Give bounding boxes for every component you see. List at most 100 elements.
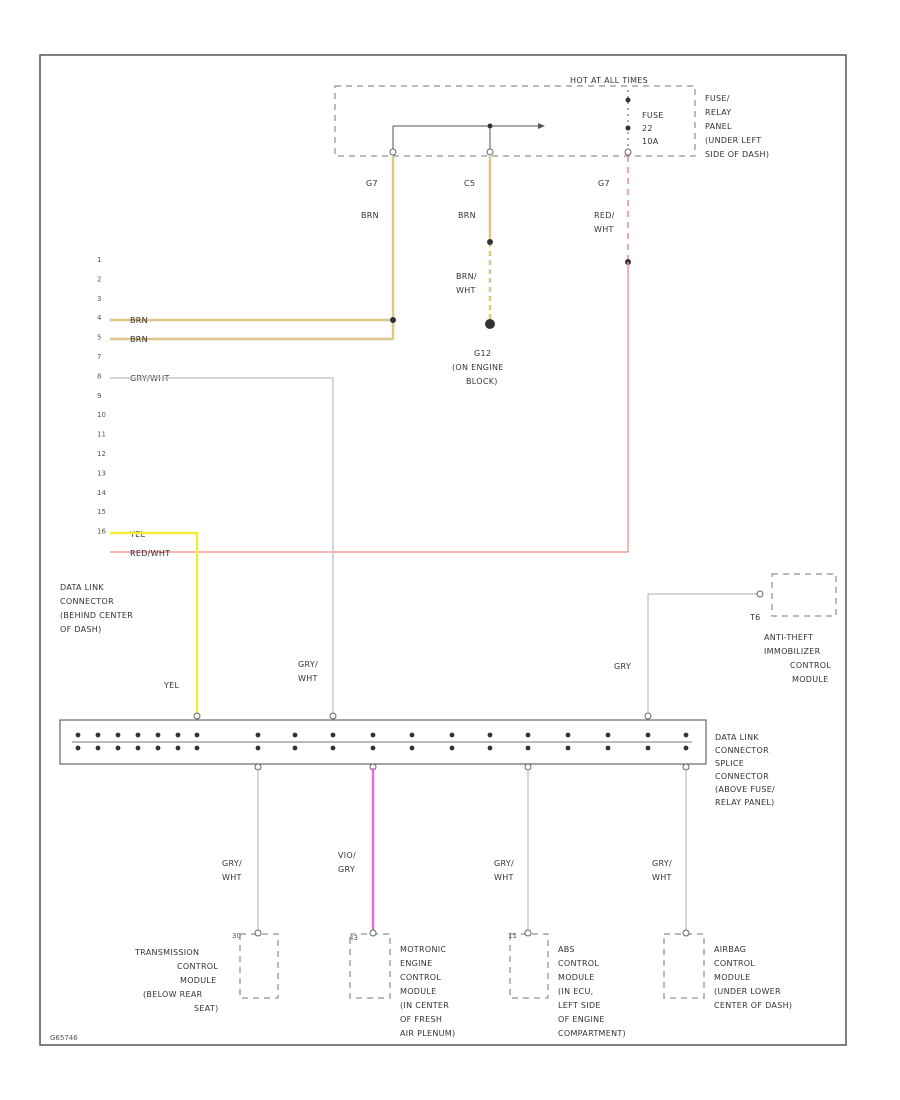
splice-pin-top-12 xyxy=(409,732,415,738)
splice-pin-top-7 xyxy=(194,732,200,738)
wire-red-wht-label-1: RED/ xyxy=(594,211,615,220)
splice-pin-top-13 xyxy=(449,732,455,738)
splice-pin-bottom-17 xyxy=(605,745,611,751)
splice-pin-bottom-7 xyxy=(194,745,200,751)
transmission-module-box xyxy=(239,933,279,999)
splice-terminal-6 xyxy=(644,712,652,720)
immobilizer-name-2: IMMOBILIZER xyxy=(764,647,821,656)
splice-pin-bottom-19 xyxy=(683,745,689,751)
splice-pin-bottom-5 xyxy=(155,745,161,751)
abs-name-7: COMPARTMENT) xyxy=(558,1029,626,1038)
engine-name-7: AIR PLENUM) xyxy=(400,1029,455,1038)
splice-pin-top-15 xyxy=(525,732,531,738)
splice-pin-bottom-2 xyxy=(95,745,101,751)
terminal-airbag xyxy=(682,929,690,937)
engine-name-2: ENGINE xyxy=(400,959,432,968)
dlc-pin-2: 2 xyxy=(97,275,101,283)
engine-module-box xyxy=(349,933,391,999)
airbag-name-3: MODULE xyxy=(714,973,751,982)
wire-vio-gry-label-1: VIO/ xyxy=(338,851,356,860)
fuse-label-1: FUSE xyxy=(642,111,664,120)
dlc-pin-13: 13 xyxy=(97,469,106,477)
wire-brn-wht-label-1: BRN/ xyxy=(456,272,477,281)
abs-name-4: (IN ECU, xyxy=(558,987,593,996)
immobilizer-pin-label: T6 xyxy=(749,613,761,622)
wire-vio-gry-label-2: GRY xyxy=(338,865,355,874)
abs-name-3: MODULE xyxy=(558,973,595,982)
fuse-panel-location-4: (UNDER LEFT xyxy=(705,136,761,145)
dlc-wire-pin4-label: BRN xyxy=(130,316,148,325)
dlc-pin-5: 5 xyxy=(97,334,101,342)
wire-gry-wht-b4-label-1: GRY/ xyxy=(652,859,672,868)
dlc-location-4: OF DASH) xyxy=(60,625,102,634)
fuse-relay-panel-box xyxy=(334,85,696,157)
dlc-pin-3: 3 xyxy=(97,295,101,303)
dlc-location-1: DATA LINK xyxy=(60,583,104,592)
splice-pin-bottom-14 xyxy=(487,745,493,751)
fuse-panel-location-5: SIDE OF DASH) xyxy=(705,150,769,159)
splice-pin-bottom-12 xyxy=(409,745,415,751)
engine-name-6: OF FRESH xyxy=(400,1015,442,1024)
airbag-module-box xyxy=(663,933,705,999)
wire-gry-wht-mid-label-1: GRY/ xyxy=(298,660,318,669)
fuse-panel-bus xyxy=(392,125,538,152)
splice-brn-center xyxy=(487,239,493,245)
splice-pin-bottom-6 xyxy=(175,745,181,751)
transmission-name-1: TRANSMISSION xyxy=(134,948,199,957)
wire-brn-wht-label-2: WHT xyxy=(456,286,476,295)
dlc-pin-9: 9 xyxy=(97,392,101,400)
wire-yel-label: YEL xyxy=(163,681,180,690)
immobilizer-name-3: CONTROL xyxy=(790,661,831,670)
splice-pin-top-3 xyxy=(115,732,121,738)
dlc-splice-location-6: RELAY PANEL) xyxy=(715,798,775,807)
terminal-transmission xyxy=(254,929,262,937)
splice-pin-top-11 xyxy=(370,732,376,738)
connector-g7-left-label: G7 xyxy=(366,179,378,188)
dlc-pin-7: 7 xyxy=(97,353,101,361)
splice-pin-bottom-18 xyxy=(645,745,651,751)
airbag-name-4: (UNDER LOWER xyxy=(714,987,781,996)
splice-pin-bottom-1 xyxy=(75,745,81,751)
splice-pin-bottom-9 xyxy=(292,745,298,751)
wire-gry-wht-pin7 xyxy=(110,377,334,716)
terminal-immobilizer xyxy=(756,590,764,598)
dlc-wire-pin15-label: YEL xyxy=(129,530,146,539)
dlc-pin-15: 15 xyxy=(97,508,106,516)
ground-g12-name: G12 xyxy=(474,349,491,358)
wire-brn-center-label: BRN xyxy=(458,211,476,220)
wire-gry-wht-mid-label-2: WHT xyxy=(298,674,318,683)
dlc-splice-pins xyxy=(75,712,690,771)
terminal-g7-right xyxy=(624,148,632,156)
dlc-splice-location-4: CONNECTOR xyxy=(715,772,769,781)
splice-terminal-1 xyxy=(193,712,201,720)
hot-at-all-times-label: HOT AT ALL TIMES xyxy=(570,76,648,85)
splice-pin-top-4 xyxy=(135,732,141,738)
bus-arrow-icon xyxy=(538,123,545,129)
splice-pin-top-10 xyxy=(330,732,336,738)
splice-terminal-3 xyxy=(329,712,337,720)
splice-pin-top-1 xyxy=(75,732,81,738)
splice-pin-bottom-8 xyxy=(255,745,261,751)
terminal-g7-left xyxy=(389,148,397,156)
splice-pin-top-2 xyxy=(95,732,101,738)
splice-pin-top-19 xyxy=(683,732,689,738)
engine-pin-label: 43 xyxy=(349,934,358,942)
dlc-pin-1: 1 xyxy=(97,256,101,264)
wire-red-wht-label-2: WHT xyxy=(594,225,614,234)
bus-splice-dot xyxy=(487,123,493,129)
fuse-22-dot-top xyxy=(625,97,631,103)
transmission-name-5: SEAT) xyxy=(194,1004,219,1013)
splice-pin-bottom-11 xyxy=(370,745,376,751)
dlc-splice-location-1: DATA LINK xyxy=(715,733,759,742)
abs-name-1: ABS xyxy=(558,945,575,954)
abs-pin-label: 11 xyxy=(508,932,517,940)
immobilizer-box xyxy=(771,573,837,617)
engine-name-5: (IN CENTER xyxy=(400,1001,449,1010)
airbag-name-2: CONTROL xyxy=(714,959,755,968)
terminal-engine xyxy=(369,929,377,937)
dlc-splice-location-5: (ABOVE FUSE/ xyxy=(715,785,775,794)
ground-g12-location-2: BLOCK) xyxy=(466,377,498,386)
figure-id: G65746 xyxy=(50,1034,78,1042)
engine-name-1: MOTRONIC xyxy=(400,945,446,954)
